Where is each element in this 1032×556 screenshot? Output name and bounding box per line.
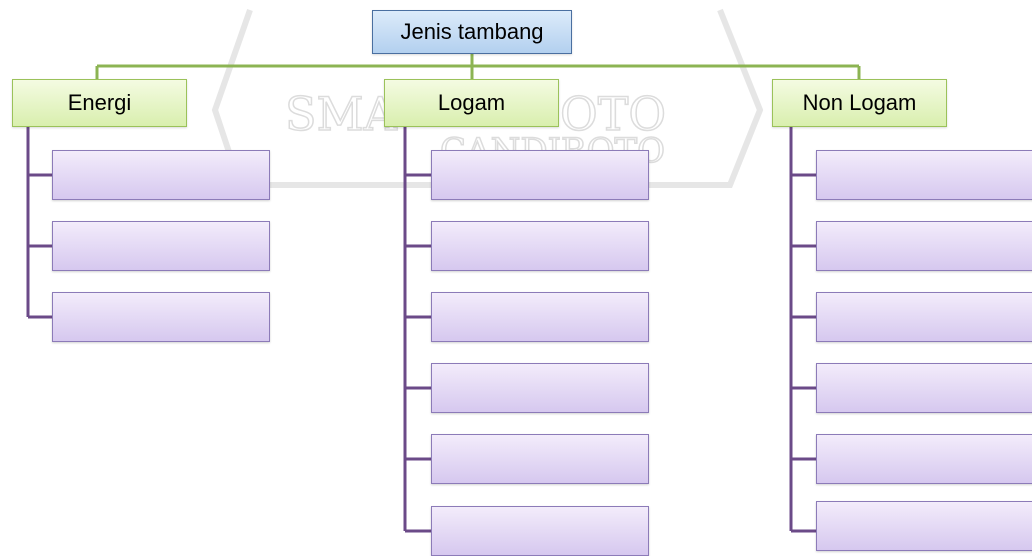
non-logam-item-2	[816, 221, 1032, 271]
category-logam: Logam	[384, 79, 559, 127]
logam-item-3	[431, 292, 649, 342]
logam-item-5	[431, 434, 649, 484]
non-logam-item-3	[816, 292, 1032, 342]
energi-item-2	[52, 221, 270, 271]
root-node: Jenis tambang	[372, 10, 572, 54]
category-energi: Energi	[12, 79, 187, 127]
category-non-logam: Non Logam	[772, 79, 947, 127]
energi-item-1	[52, 150, 270, 200]
non-logam-item-4	[816, 363, 1032, 413]
energi-item-3	[52, 292, 270, 342]
non-logam-item-1	[816, 150, 1032, 200]
non-logam-item-6	[816, 501, 1032, 551]
logam-item-6	[431, 506, 649, 556]
logam-item-4	[431, 363, 649, 413]
logam-item-1	[431, 150, 649, 200]
non-logam-item-5	[816, 434, 1032, 484]
logam-item-2	[431, 221, 649, 271]
